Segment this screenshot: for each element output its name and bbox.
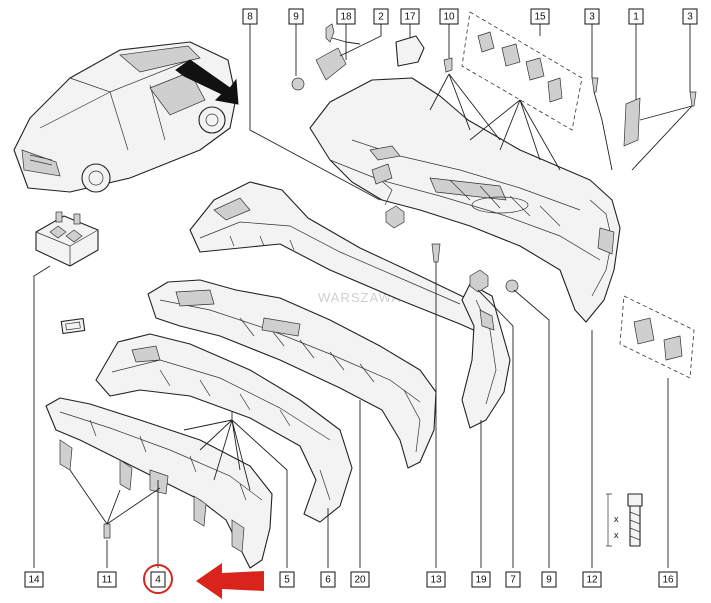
rear-bumper-cover <box>309 77 621 323</box>
callout-14: 14 <box>24 571 44 588</box>
fastener-screws <box>103 23 697 539</box>
callout-4: 4 <box>150 571 166 588</box>
bracket-1-icon <box>623 97 641 147</box>
watermark-text: WARSZAWA <box>318 290 401 305</box>
callout-19: 19 <box>471 571 491 588</box>
screw-18-icon <box>325 23 335 43</box>
vehicle-illustration <box>13 41 239 193</box>
callout-7: 7 <box>505 571 521 588</box>
callout-2: 2 <box>373 8 389 25</box>
callout-1: 1 <box>628 8 644 25</box>
clip-b-icon <box>501 43 521 67</box>
clip-kit-box <box>35 211 99 267</box>
callout-6: 6 <box>320 571 336 588</box>
nut-9b-icon <box>505 279 519 293</box>
screw-13-icon <box>431 243 441 263</box>
clip-group-15 <box>461 11 583 131</box>
clip-a-icon <box>477 31 495 53</box>
svg-text:3: 3 <box>589 12 595 23</box>
callout-13: 13 <box>426 571 446 588</box>
svg-text:18: 18 <box>340 12 352 23</box>
leader-lines <box>33 24 693 568</box>
clip-group-16 <box>619 295 695 379</box>
screw-10-icon <box>443 57 453 73</box>
right-side-bracket <box>461 283 511 429</box>
svg-text:20: 20 <box>354 575 366 586</box>
svg-text:17: 17 <box>404 12 416 23</box>
svg-text:7: 7 <box>510 575 516 586</box>
energy-absorber <box>95 333 353 523</box>
highlight-circle <box>143 564 173 594</box>
svg-text:2: 2 <box>378 12 384 23</box>
callout-3-top-left: 3 <box>584 8 600 25</box>
svg-text:6: 6 <box>325 575 331 586</box>
callout-18: 18 <box>336 8 356 25</box>
rectangular-seal <box>60 317 86 335</box>
callout-12: 12 <box>582 571 602 588</box>
svg-text:16: 16 <box>662 575 674 586</box>
svg-text:9: 9 <box>546 575 552 586</box>
x-dim-mark-2: x <box>614 530 619 540</box>
svg-text:13: 13 <box>430 575 442 586</box>
callout-15: 15 <box>530 8 550 25</box>
svg-text:8: 8 <box>247 12 253 23</box>
svg-text:14: 14 <box>28 575 40 586</box>
clip-f-icon <box>663 335 683 361</box>
nut-8-icon <box>385 205 405 229</box>
callout-16: 16 <box>658 571 678 588</box>
clip-e-icon <box>633 317 655 345</box>
callout-10: 10 <box>439 8 459 25</box>
svg-text:12: 12 <box>586 575 598 586</box>
callout-20: 20 <box>350 571 370 588</box>
svg-text:5: 5 <box>284 575 290 586</box>
bracket-12-icon <box>371 163 393 185</box>
lower-valance <box>147 279 437 469</box>
svg-text:15: 15 <box>534 12 546 23</box>
callout-9-bottom: 9 <box>541 571 557 588</box>
bolt-detail: x x <box>606 493 643 547</box>
svg-text:3: 3 <box>687 12 693 23</box>
nut-9-icon <box>291 77 305 91</box>
screw-11-icon <box>103 523 111 539</box>
svg-text:19: 19 <box>475 575 487 586</box>
clip-c-icon <box>525 57 545 81</box>
bracket-2-icon <box>315 47 347 81</box>
svg-text:10: 10 <box>443 12 455 23</box>
callout-8: 8 <box>242 8 258 25</box>
svg-text:4: 4 <box>155 575 161 586</box>
nut-7-icon <box>469 269 489 293</box>
highlight-marker <box>143 563 264 599</box>
screw-3b-icon <box>689 91 697 107</box>
svg-text:1: 1 <box>633 12 639 23</box>
callout-9-top: 9 <box>288 8 304 25</box>
cap-17-icon <box>395 35 425 67</box>
clip-d-icon <box>547 77 563 103</box>
highlight-arrow-icon <box>196 563 264 599</box>
bumper-mounting-bracket <box>45 397 273 569</box>
callout-3-top-right: 3 <box>682 8 698 25</box>
callout-5: 5 <box>279 571 295 588</box>
x-dim-mark-1: x <box>614 514 619 524</box>
screw-3a-icon <box>591 77 599 93</box>
svg-text:11: 11 <box>102 575 113 586</box>
callout-11: 11 <box>97 571 117 588</box>
callout-17: 17 <box>400 8 420 25</box>
svg-text:9: 9 <box>293 12 299 23</box>
